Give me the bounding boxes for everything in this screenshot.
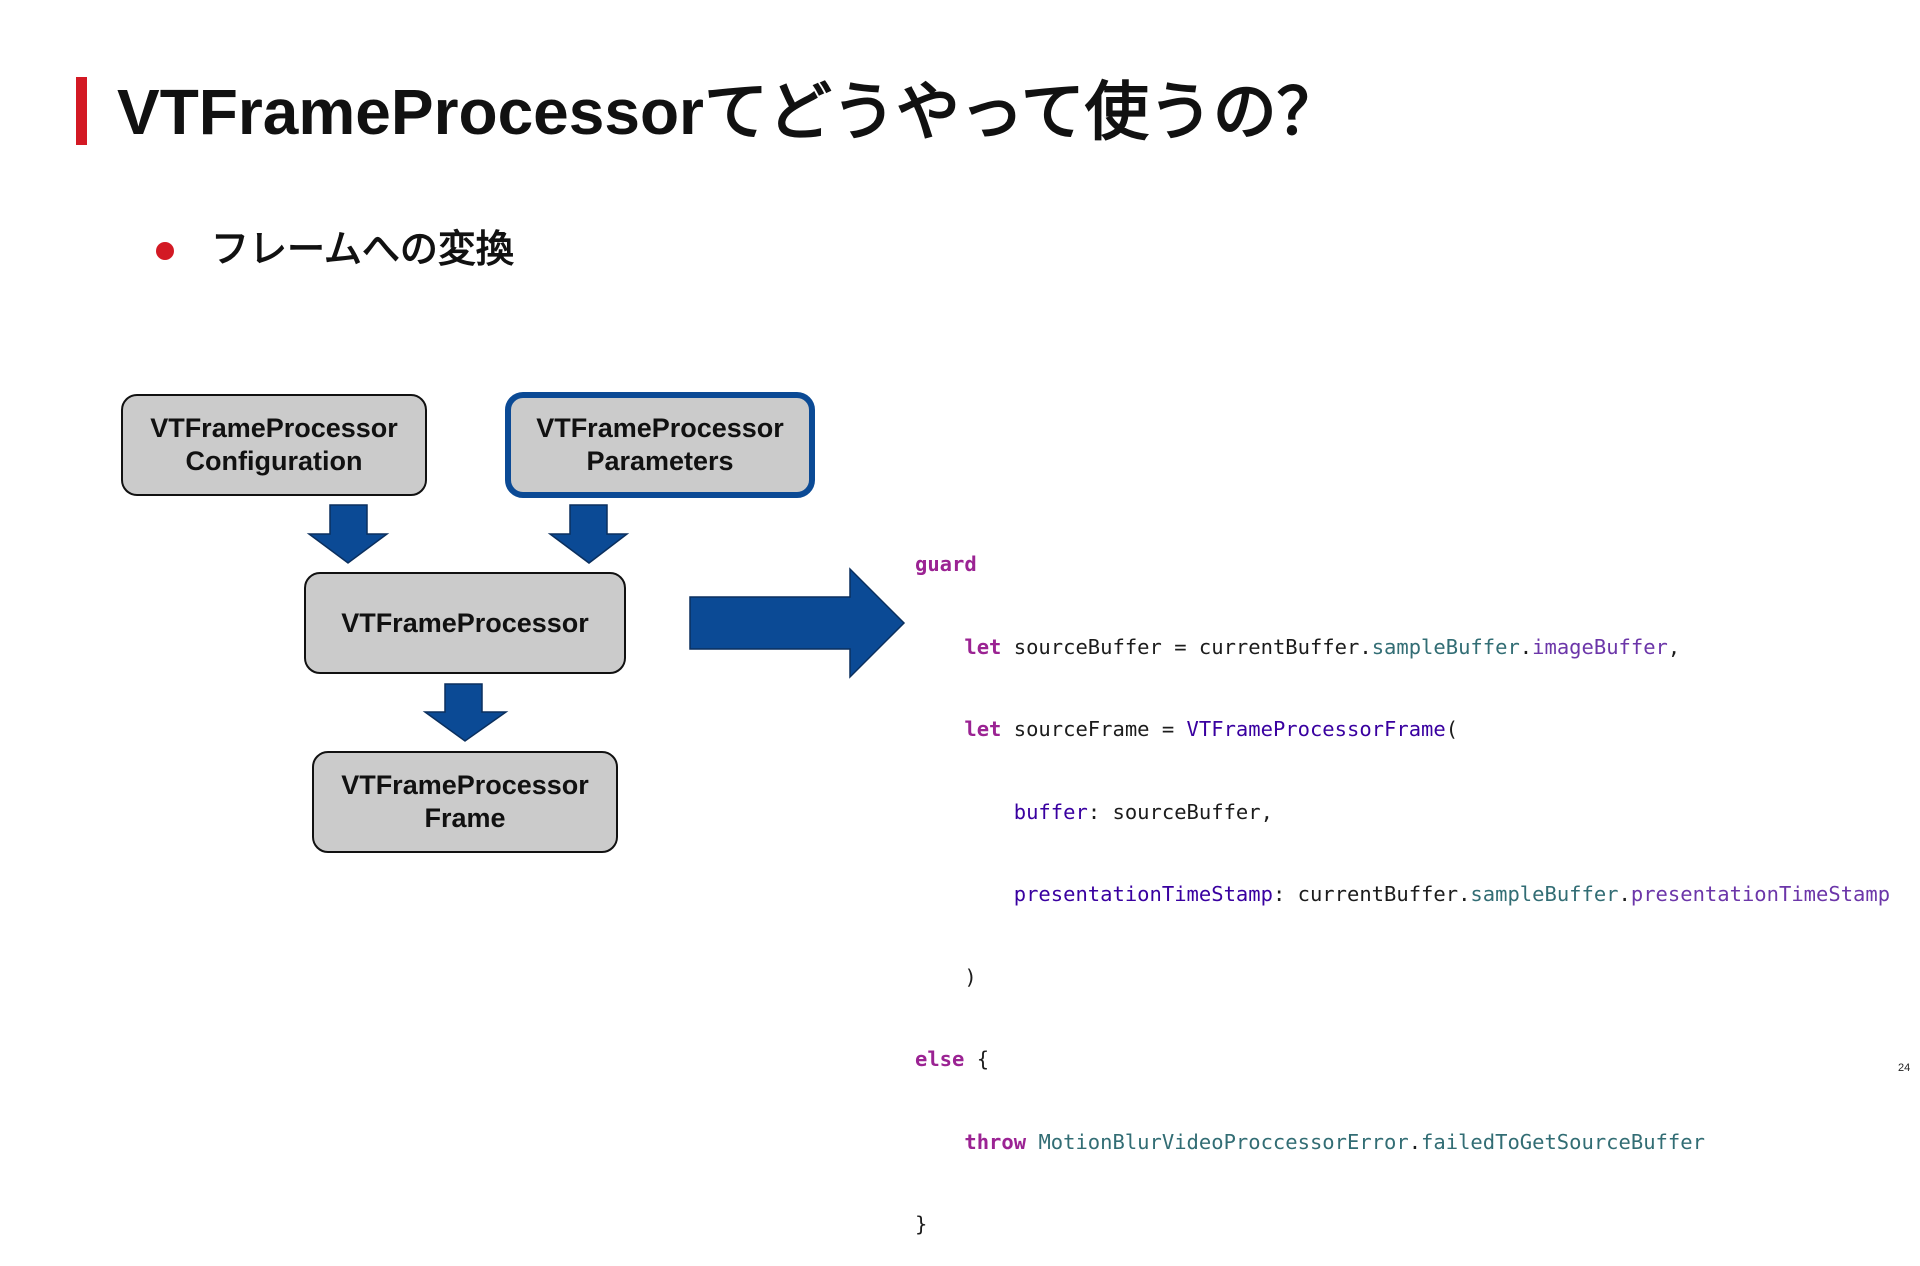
code-identifier: sourceBuffer — [1112, 799, 1261, 824]
down-arrow-config — [306, 504, 390, 564]
down-arrow-params — [547, 504, 630, 564]
params-box: VTFrameProcessor Parameters — [505, 392, 815, 498]
processor-box: VTFrameProcessor — [304, 572, 626, 674]
code-type: VTFrameProcessorFrame — [1186, 717, 1446, 741]
down-arrow-processor — [422, 683, 509, 742]
code-line-3: let sourceFrame = VTFrameProcessorFrame( — [964, 717, 1459, 741]
code-property: failedToGetSourceBuffer — [1421, 1129, 1705, 1154]
code-block: guard let sourceBuffer = currentBuffer.s… — [915, 496, 1890, 1266]
bullet-dot — [156, 242, 174, 260]
code-line-1: guard — [915, 551, 1890, 579]
code-line-6: ) — [964, 964, 977, 989]
page-number: 24 — [1898, 1062, 1911, 1074]
code-property: presentationTimeStamp — [1630, 882, 1891, 906]
code-line-5: presentationTimeStamp: currentBuffer.sam… — [1013, 882, 1891, 906]
code-keyword: let — [964, 717, 1002, 741]
code-identifier: sourceFrame — [1013, 717, 1150, 741]
code-identifier: currentBuffer — [1198, 634, 1360, 659]
code-line-7: else { — [915, 1047, 990, 1071]
code-keyword: let — [964, 634, 1002, 659]
code-identifier: currentBuffer — [1297, 882, 1459, 906]
processor-box-line1: VTFrameProcessor — [341, 607, 589, 638]
config-box-line2: Configuration — [185, 446, 363, 476]
code-keyword: throw — [964, 1129, 1027, 1154]
code-property: imageBuffer — [1532, 634, 1668, 659]
params-box-line1: VTFrameProcessor — [536, 413, 784, 443]
code-type: MotionBlurVideoProccessorError — [1038, 1129, 1409, 1154]
frame-box-line2: Frame — [424, 803, 506, 833]
code-argument-label: buffer — [1013, 799, 1088, 824]
code-line-2: let sourceBuffer = currentBuffer.sampleB… — [964, 634, 1681, 659]
right-arrow-to-code — [689, 567, 906, 679]
code-line-4: buffer: sourceBuffer, — [1013, 799, 1273, 824]
code-argument-label: presentationTimeStamp — [1013, 882, 1273, 906]
code-identifier: sourceBuffer — [1013, 634, 1162, 659]
code-line-9: } — [915, 1212, 928, 1236]
code-property: sampleBuffer — [1470, 882, 1619, 906]
code-line-8: throw MotionBlurVideoProccessorError.fai… — [964, 1129, 1705, 1154]
frame-box-line1: VTFrameProcessor — [341, 770, 589, 800]
slide-title: VTFrameProcessorてどうやって使うの？ — [117, 76, 1341, 148]
params-box-line2: Parameters — [586, 446, 734, 476]
frame-box: VTFrameProcessor Frame — [312, 751, 618, 853]
bullet-text: フレームへの変換 — [211, 229, 514, 271]
code-keyword: else — [915, 1047, 965, 1071]
title-accent-bar — [76, 77, 87, 145]
config-box: VTFrameProcessor Configuration — [121, 394, 427, 496]
config-box-line1: VTFrameProcessor — [150, 413, 398, 443]
code-property: sampleBuffer — [1371, 634, 1520, 659]
code-keyword: guard — [915, 552, 977, 576]
